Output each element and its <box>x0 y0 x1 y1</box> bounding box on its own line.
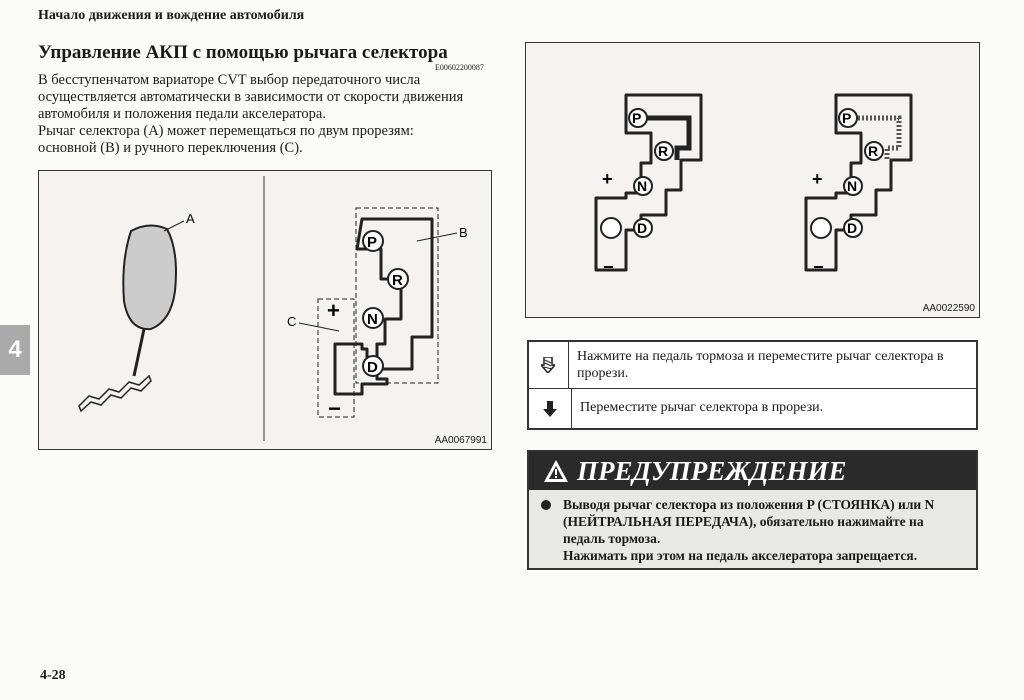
gate-n: N <box>367 311 378 328</box>
warning-title: ПРЕДУПРЕЖДЕНИЕ <box>577 455 847 486</box>
gate-diagram: P R N D + − B C <box>287 207 468 421</box>
gate-p: P <box>367 234 377 251</box>
warning-triangle-icon <box>544 460 568 482</box>
warning-header: ПРЕДУПРЕЖДЕНИЕ <box>529 452 976 490</box>
intro-line: осуществляется автоматически в зависимос… <box>38 89 464 105</box>
gate-p: P <box>842 110 851 126</box>
hatched-arrow-down-icon <box>529 342 569 388</box>
legend-row: Переместите рычаг селектора в прорези. <box>529 389 976 428</box>
intro-line: В бесступенчатом вариаторе CVT выбор пер… <box>38 72 421 88</box>
intro-line: автомобиля и положения педали акселерато… <box>38 106 326 122</box>
gate-r: R <box>392 272 403 289</box>
gate-d: D <box>637 220 647 236</box>
warning-body: Выводя рычаг селектора из положения P (С… <box>529 490 976 564</box>
figure-code: AA0067991 <box>434 435 487 446</box>
lever-knob-drawing <box>78 224 177 413</box>
warning-line: Нажимать при этом на педаль акселератора… <box>563 548 918 563</box>
warning-line: (НЕЙТРАЛЬНАЯ ПЕРЕДАЧА), обязательно нажи… <box>563 514 924 529</box>
arrow-legend-table: Нажмите на педаль тормоза и переместите … <box>527 340 978 430</box>
gate-n: N <box>847 178 857 194</box>
label-a-leader <box>163 220 185 232</box>
figure-code: AA0022590 <box>922 303 975 314</box>
gate-r: R <box>868 143 878 159</box>
section-title: Управление АКП с помощью рычага селектор… <box>38 42 448 63</box>
section-code: E00602200087 <box>435 63 484 72</box>
gate-n: N <box>637 178 647 194</box>
plus-sign: + <box>327 298 340 323</box>
label-b: B <box>459 225 468 240</box>
plus-sign: + <box>602 169 613 189</box>
legend-text: Переместите рычаг селектора в прорези. <box>580 400 824 415</box>
chapter-tab: 4 <box>0 325 30 375</box>
gate-pattern-brake: P R N D + − <box>594 93 703 277</box>
label-a: A <box>186 211 195 226</box>
legend-row: Нажмите на педаль тормоза и переместите … <box>529 342 976 389</box>
minus-sign: − <box>328 396 341 421</box>
intro-line: основной (В) и ручного переключения (С). <box>38 140 303 156</box>
gate-r: R <box>658 143 668 159</box>
label-c: C <box>287 314 296 329</box>
warning-line: педаль тормоза. <box>563 531 661 546</box>
shift-pattern-figure: P R N D + − P R N D + − AA0022590 <box>525 42 980 318</box>
intro-line: Рычаг селектора (А) может перемещаться п… <box>38 123 414 139</box>
gate-p: P <box>632 110 641 126</box>
selector-illustration: A P R N D + − B C <box>78 176 468 441</box>
intro-paragraph: В бесступенчатом вариаторе CVT выбор пер… <box>38 72 508 157</box>
gate-d: D <box>847 220 857 236</box>
bullet-icon <box>541 500 551 510</box>
legend-text: Нажмите на педаль тормоза и переместите … <box>576 349 944 381</box>
plus-sign: + <box>812 169 823 189</box>
running-header: Начало движения и вождение автомобиля <box>38 8 305 23</box>
warning-line: Выводя рычаг селектора из положения P (С… <box>563 497 935 512</box>
gate-d: D <box>367 359 378 376</box>
solid-arrow-down-icon <box>529 389 572 428</box>
minus-sign: − <box>603 257 614 277</box>
shift-pattern-illustration: P R N D + − P R N D + − <box>594 93 913 277</box>
selector-lever-figure: A P R N D + − B C AA0067991 <box>38 170 492 450</box>
warning-box: ПРЕДУПРЕЖДЕНИЕ Выводя рычаг селектора из… <box>527 450 978 570</box>
minus-sign: − <box>813 257 824 277</box>
gate-pattern-free: P R N D + − <box>804 93 913 277</box>
page-number: 4-28 <box>40 668 66 683</box>
